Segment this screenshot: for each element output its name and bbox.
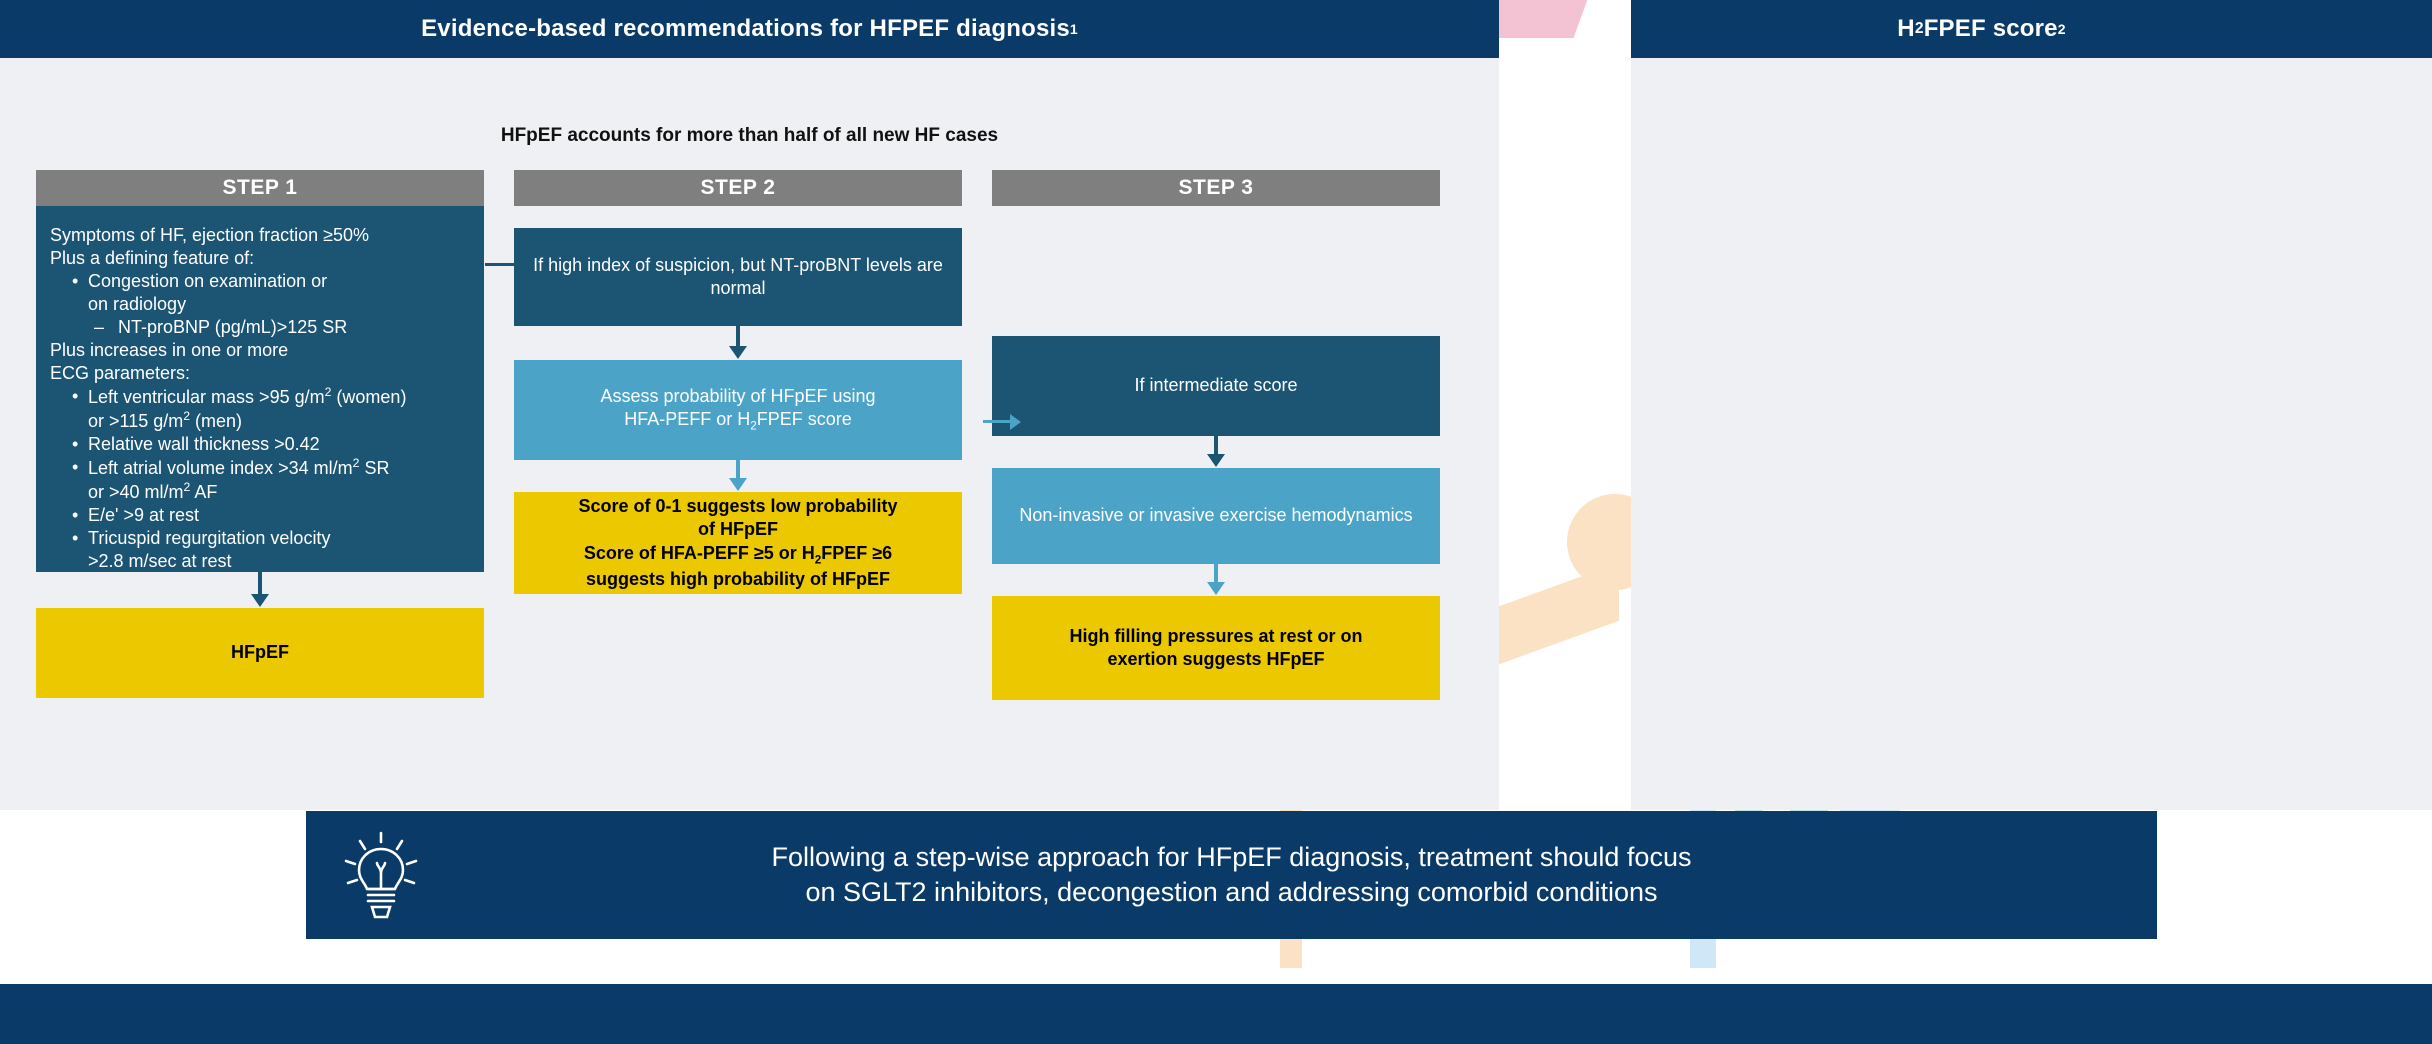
- step-3-column: STEP 3 If intermediate score Non-invasiv…: [992, 170, 1440, 700]
- step1-bullet-lavi: Left atrial volume index >34 ml/m2 SR or…: [72, 456, 468, 504]
- step2-arrow-1: [514, 326, 962, 360]
- step1-bullet-ee: E/e' >9 at rest: [72, 504, 468, 527]
- step3-arrow-1: [992, 436, 1440, 468]
- step2-arrow-2: [514, 460, 962, 492]
- step3-intermediate-box: If intermediate score: [992, 336, 1440, 436]
- banner-text: Following a step-wise approach for HFpEF…: [456, 840, 2157, 909]
- step2-score-l1: Score of 0-1 suggests low probability: [578, 496, 898, 517]
- right-title-sub: 2: [1914, 20, 1924, 37]
- lv-mass-tail: (women): [331, 387, 407, 408]
- step1-bullet-lv-mass: Left ventricular mass >95 g/m2 (women) o…: [72, 385, 468, 433]
- step2-assess-box: Assess probability of HFpEF using HFA-PE…: [514, 360, 962, 460]
- step1-bullet-congestion-l2: on radiology: [88, 294, 187, 315]
- step2-assess-l2-pre: HFA-PEFF or H: [624, 409, 751, 430]
- banner-line-2: on SGLT2 inhibitors, decongestion and ad…: [805, 877, 1658, 907]
- lead-statement: HFpEF accounts for more than half of all…: [500, 125, 999, 146]
- banner-line-1: Following a step-wise approach for HFpEF…: [771, 842, 1692, 873]
- step1-down-arrow: [36, 572, 484, 608]
- step-1-header: STEP 1: [36, 170, 484, 206]
- step2-assess-l2: HFA-PEFF or H2FPEF score: [624, 408, 852, 435]
- step1-defining-feature-list: Congestion on examination or on radiolog…: [50, 270, 468, 339]
- step3-hemodynamics-text: Non-invasive or invasive exercise hemody…: [1019, 505, 1413, 526]
- step2-score-l3: Score of HFA-PEFF ≥5 or H2FPEF ≥6: [584, 542, 892, 568]
- step1-outcome-box: HFpEF: [36, 608, 484, 698]
- step1-bullet-congestion-l1: Congestion on examination or: [88, 271, 328, 292]
- lv-mass-men-tail: (men): [190, 411, 243, 432]
- step2-assess-l1: Assess probability of HFpEF using: [600, 386, 876, 407]
- left-panel-title-footnote: 1: [1069, 21, 1078, 37]
- step1-bullet-tr-velocity: Tricuspid regurgitation velocity >2.8 m/…: [72, 527, 468, 573]
- step1-outcome-label: HFpEF: [231, 642, 289, 663]
- step1-bullet-congestion: Congestion on examination or on radiolog…: [72, 270, 468, 316]
- left-panel-title: Evidence-based recommendations for HFPEF…: [421, 15, 1070, 42]
- step-3-header: STEP 3: [992, 170, 1440, 206]
- step2-suspicion-box: If high index of suspicion, but NT-proBN…: [514, 228, 962, 326]
- lv-mass-sup: 2: [324, 385, 332, 400]
- step3-intermediate-text: If intermediate score: [1134, 375, 1298, 396]
- step2-suspicion-text: If high index of suspicion, but NT-proBN…: [533, 254, 943, 298]
- left-panel-header: Evidence-based recommendations for HFPEF…: [0, 0, 1499, 58]
- step3-hemodynamics-box: Non-invasive or invasive exercise hemody…: [992, 468, 1440, 564]
- lavi-af-tail: AF: [190, 482, 218, 503]
- decor-pink-top: [1499, 0, 1593, 38]
- right-title-post: FPEF score: [1923, 15, 2058, 42]
- step1-sub-ntprobnp-text: NT-proBNP (pg/mL)>125 SR: [118, 317, 348, 338]
- step3-outcome-l2: exertion suggests HFpEF: [1107, 649, 1325, 669]
- step-2-header: STEP 2: [514, 170, 962, 206]
- lavi-af-sup: 2: [183, 480, 191, 495]
- step2-assess-l2-post: FPEF score: [756, 409, 852, 430]
- footer-bar: [0, 984, 2432, 1044]
- step-2-column: STEP 2 If high index of suspicion, but N…: [514, 170, 962, 700]
- step1-line-1: Symptoms of HF, ejection fraction ≥50%: [50, 225, 370, 245]
- lavi-af-text: or >40 ml/m: [88, 482, 184, 503]
- lv-mass-text: Left ventricular mass >95 g/m: [88, 387, 325, 408]
- step-1-column: STEP 1 Symptoms of HF, ejection fraction…: [36, 170, 484, 700]
- ee-text: E/e' >9 at rest: [88, 505, 199, 526]
- lv-mass-men-sup: 2: [183, 409, 191, 424]
- step2-score-box: Score of 0-1 suggests low probability of…: [514, 492, 962, 594]
- step1-line-3: Plus increases in one or more: [50, 340, 289, 361]
- step2-assess-l2-sub: 2: [750, 419, 757, 433]
- right-title-pre: H: [1897, 15, 1915, 42]
- step1-ecg-parameter-list: Left ventricular mass >95 g/m2 (women) o…: [50, 385, 468, 573]
- step1-line-2: Plus a defining feature of:: [50, 248, 255, 269]
- step2-score-l3-post: FPEF ≥6: [821, 542, 893, 563]
- key-takeaway-banner: Following a step-wise approach for HFpEF…: [306, 811, 2157, 939]
- step3-outcome-box: High filling pressures at rest or on exe…: [992, 596, 1440, 700]
- step-1-criteria-box: Symptoms of HF, ejection fraction ≥50% P…: [36, 206, 484, 572]
- right-title-footnote: 2: [2057, 21, 2066, 37]
- left-panel: Evidence-based recommendations for HFPEF…: [0, 0, 1499, 810]
- decor-peach-band: [1499, 562, 1619, 676]
- lavi-tail: SR: [359, 458, 390, 479]
- lightbulb-icon: [306, 827, 456, 923]
- tr-text-l1: Tricuspid regurgitation velocity: [88, 528, 331, 549]
- step2-score-l2: of HFpEF: [698, 519, 778, 540]
- tr-text-l2: >2.8 m/sec at rest: [88, 551, 232, 572]
- step1-line-4: ECG parameters:: [50, 363, 191, 384]
- lavi-sup: 2: [352, 456, 360, 471]
- lv-mass-men-text: or >115 g/m: [88, 411, 184, 432]
- step3-outcome-l1: High filling pressures at rest or on: [1069, 625, 1363, 646]
- step2-score-l4: suggests high probability of HFpEF: [586, 568, 890, 589]
- step3-arrow-2: [992, 564, 1440, 596]
- rwt-text: Relative wall thickness >0.42: [88, 434, 320, 455]
- lavi-text: Left atrial volume index >34 ml/m: [88, 458, 353, 479]
- panel-gutter-decoration: [1499, 0, 1631, 810]
- step1-sub-ntprobnp: NT-proBNP (pg/mL)>125 SR: [72, 316, 468, 339]
- step1-bullet-rwt: Relative wall thickness >0.42: [72, 433, 468, 456]
- step2-score-l3-pre: Score of HFA-PEFF ≥5 or H: [583, 542, 815, 563]
- steps-columns: STEP 1 Symptoms of HF, ejection fraction…: [36, 170, 1466, 700]
- step2-score-l3-sub: 2: [814, 553, 822, 567]
